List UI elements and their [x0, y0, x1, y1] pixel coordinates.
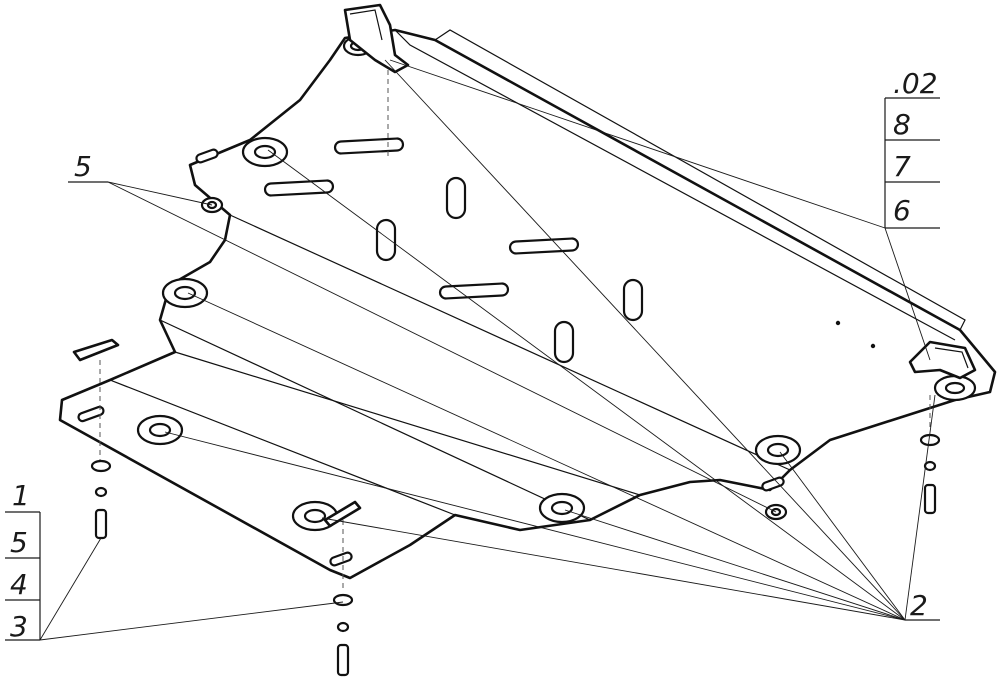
callout-left-2: 5: [10, 526, 28, 559]
callout-right-4: 6: [893, 194, 911, 227]
callout-left-3: 4: [10, 568, 28, 601]
bracket-top: [343, 3, 410, 74]
rear-flange: [434, 29, 966, 331]
bracket-right: [908, 340, 977, 380]
fold-line-1: [229, 214, 791, 471]
callout-stack-right: .02 8 7 6: [884, 67, 940, 229]
callout-left-1: 1: [12, 479, 30, 512]
callout-top-left: 5: [74, 150, 92, 183]
leader-lines: [39, 59, 940, 641]
callout-bottom-right: 2: [910, 589, 928, 622]
callout-stack-left: 1 5 4 3: [5, 479, 41, 643]
hardware-right: [919, 395, 941, 515]
callout-left-4: 3: [10, 610, 28, 643]
callout-right-2: 8: [893, 108, 911, 141]
mounting-bosses: [136, 35, 977, 532]
hardware-left: [72, 338, 120, 540]
skid-plate: [58, 3, 997, 580]
callout-right-1: .02: [893, 67, 938, 100]
callout-right-3: 7: [893, 150, 911, 183]
fold-line-2: [174, 351, 641, 496]
